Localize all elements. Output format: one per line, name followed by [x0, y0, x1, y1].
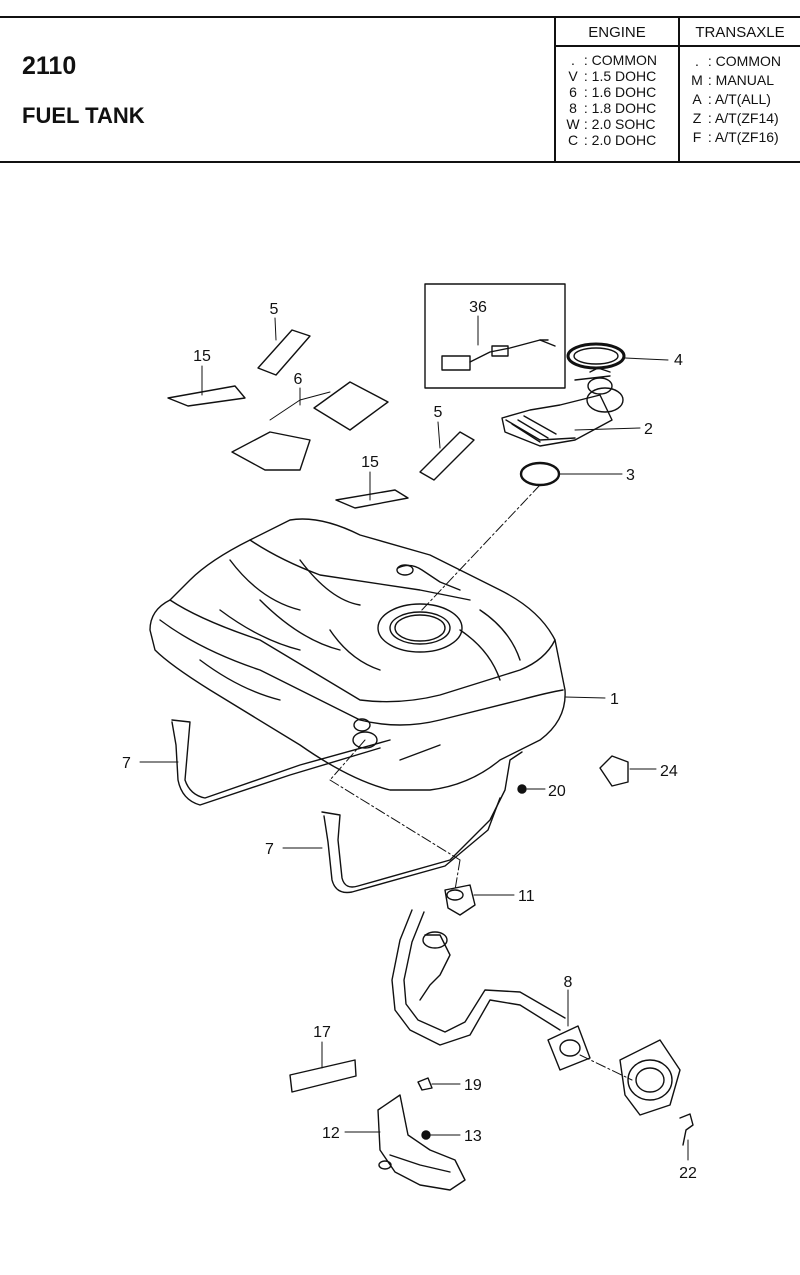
callout-22: 22 [679, 1165, 697, 1182]
insulator-pad-15-left [167, 385, 246, 407]
callout-13: 13 [464, 1128, 482, 1145]
callout-5-upper: 5 [270, 301, 279, 318]
fuel-tank [149, 518, 566, 791]
clip-24 [599, 755, 629, 787]
callout-24: 24 [660, 763, 678, 780]
filler-hose-and-pipe [391, 884, 566, 1046]
engine-code-label: : 1.6 DOHC [583, 84, 657, 100]
filler-housing [619, 1039, 681, 1116]
engine-code-row: C : 2.0 DOHC [566, 132, 657, 148]
transaxle-code-row: M : MANUAL [690, 71, 781, 90]
fuel-pump-assembly [501, 367, 624, 447]
transaxle-legend: . : COMMON M : MANUAL A : A/T(ALL) Z : A… [690, 52, 781, 147]
callout-1: 1 [610, 691, 619, 708]
tank-strap-rear [171, 719, 391, 806]
callout-7-rear: 7 [122, 755, 131, 772]
transaxle-code-label: : A/T(ALL) [707, 91, 771, 107]
callout-19: 19 [464, 1077, 482, 1094]
engine-heading: ENGINE [588, 24, 646, 41]
transaxle-code: F [692, 129, 702, 145]
wiring-harness-box [424, 283, 566, 389]
callout-36: 36 [469, 299, 487, 316]
engine-code-row: 6 : 1.6 DOHC [566, 84, 657, 100]
transaxle-code-label: : A/T(ZF14) [707, 110, 779, 126]
transaxle-code-row: F : A/T(ZF16) [690, 128, 781, 147]
engine-code: V [568, 68, 578, 84]
transaxle-code-label: : A/T(ZF16) [707, 129, 779, 145]
engine-legend: . : COMMON V : 1.5 DOHC 6 : 1.6 DOHC 8 :… [566, 52, 657, 148]
insulator-pad-5-lower [419, 431, 475, 481]
heat-shield [377, 1094, 466, 1191]
engine-code: 8 [569, 100, 577, 116]
engine-code-row: 8 : 1.8 DOHC [566, 100, 657, 116]
callout-15-center: 15 [361, 454, 379, 471]
engine-code-label: : 1.8 DOHC [583, 100, 657, 116]
transaxle-code-label: : COMMON [707, 53, 781, 69]
insulator-pad-15-center [335, 489, 409, 509]
pump-o-ring [519, 461, 561, 487]
leader-lines [139, 315, 689, 1161]
engine-code-label: : 2.0 DOHC [583, 132, 657, 148]
transaxle-code-row: . : COMMON [690, 52, 781, 71]
section-number: 2110 [22, 52, 77, 80]
fuel-tank-exploded-diagram: 5 15 6 5 15 36 4 2 3 1 7 7 20 24 11 8 17… [122, 283, 697, 1191]
insulator-pad-6-right [313, 381, 389, 431]
bolt-13 [421, 1130, 431, 1140]
transaxle-code-row: Z : A/T(ZF14) [690, 109, 781, 128]
callout-11: 11 [518, 888, 535, 905]
callout-20: 20 [548, 783, 566, 800]
callout-17: 17 [313, 1024, 331, 1041]
callout-7-front: 7 [265, 841, 274, 858]
transaxle-code: Z [692, 110, 702, 126]
callout-3: 3 [626, 467, 635, 484]
clip-19 [417, 1077, 433, 1091]
callout-15-left: 15 [193, 348, 211, 365]
engine-code-label: : COMMON [583, 52, 657, 68]
transaxle-heading: TRANSAXLE [695, 24, 785, 41]
insulator-pad-5-upper [257, 329, 311, 376]
engine-code: C [567, 132, 579, 148]
fuel-pump-seal-ring [566, 342, 626, 370]
transaxle-code-row: A : A/T(ALL) [690, 90, 781, 109]
engine-code-row: V : 1.5 DOHC [566, 68, 657, 84]
callout-labels: 5 15 6 5 15 36 4 2 3 1 7 7 20 24 11 8 17… [122, 299, 697, 1182]
callout-5-lower: 5 [434, 404, 443, 421]
transaxle-code-label: : MANUAL [707, 72, 775, 88]
engine-code-row: W : 2.0 SOHC [566, 116, 657, 132]
engine-code-label: : 1.5 DOHC [583, 68, 657, 84]
bolt-20 [517, 784, 527, 794]
callout-6: 6 [294, 371, 303, 388]
header: 2110 FUEL TANK ENGINE TRANSAXLE . : COMM… [0, 16, 800, 163]
engine-code: W [566, 116, 580, 132]
engine-code: 6 [569, 84, 577, 100]
engine-code: . [571, 52, 575, 68]
callout-12: 12 [322, 1125, 340, 1142]
engine-code-row: . : COMMON [566, 52, 657, 68]
engine-code-label: : 2.0 SOHC [583, 116, 656, 132]
callout-2: 2 [644, 421, 653, 438]
callout-8: 8 [564, 974, 573, 991]
filler-neck-flange [547, 1025, 591, 1071]
screw-22 [679, 1113, 694, 1146]
transaxle-code: M [691, 72, 703, 88]
table-divider-middle [678, 18, 680, 161]
section-title: FUEL TANK [22, 103, 145, 128]
table-divider-left [554, 18, 556, 161]
transaxle-code: . [695, 53, 699, 69]
insulator-pad-6-left [231, 431, 311, 471]
insulator-pad-17 [289, 1059, 357, 1093]
callout-4: 4 [674, 352, 683, 369]
table-header-rule [555, 45, 800, 47]
transaxle-code: A [692, 91, 702, 107]
tank-strap-front [321, 751, 523, 894]
